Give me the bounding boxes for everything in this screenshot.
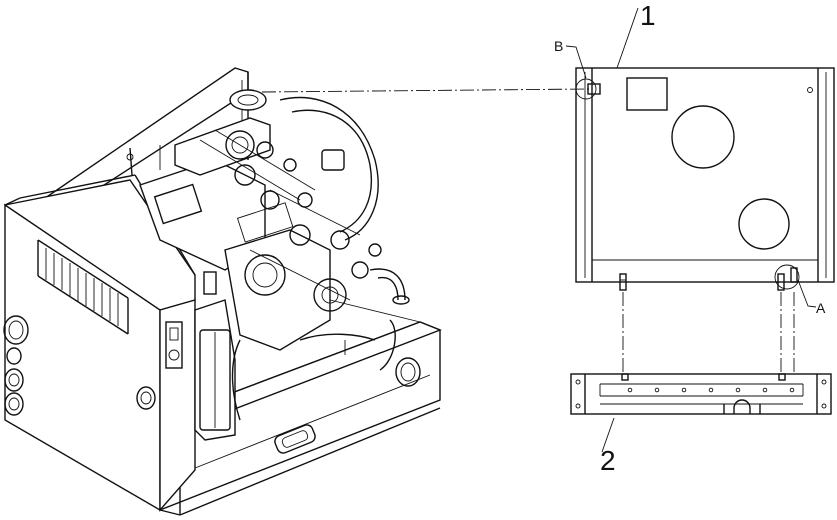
leader-lines xyxy=(565,7,817,453)
engine-block xyxy=(139,89,410,441)
base-rail-part-2 xyxy=(570,373,832,415)
vent-grille xyxy=(37,239,129,335)
callout-detail-a: A xyxy=(816,300,826,316)
callout-detail-b: B xyxy=(554,38,563,54)
callout-part-1: 1 xyxy=(640,0,656,31)
mounting-studs xyxy=(619,264,800,291)
control-panel xyxy=(165,271,217,369)
side-ports xyxy=(3,315,156,416)
alignment-lines xyxy=(261,88,795,374)
generator-enclosure xyxy=(3,174,217,512)
panel-part-1 xyxy=(575,67,835,291)
generator-assembly xyxy=(3,67,442,516)
callout-part-2: 2 xyxy=(600,445,616,476)
